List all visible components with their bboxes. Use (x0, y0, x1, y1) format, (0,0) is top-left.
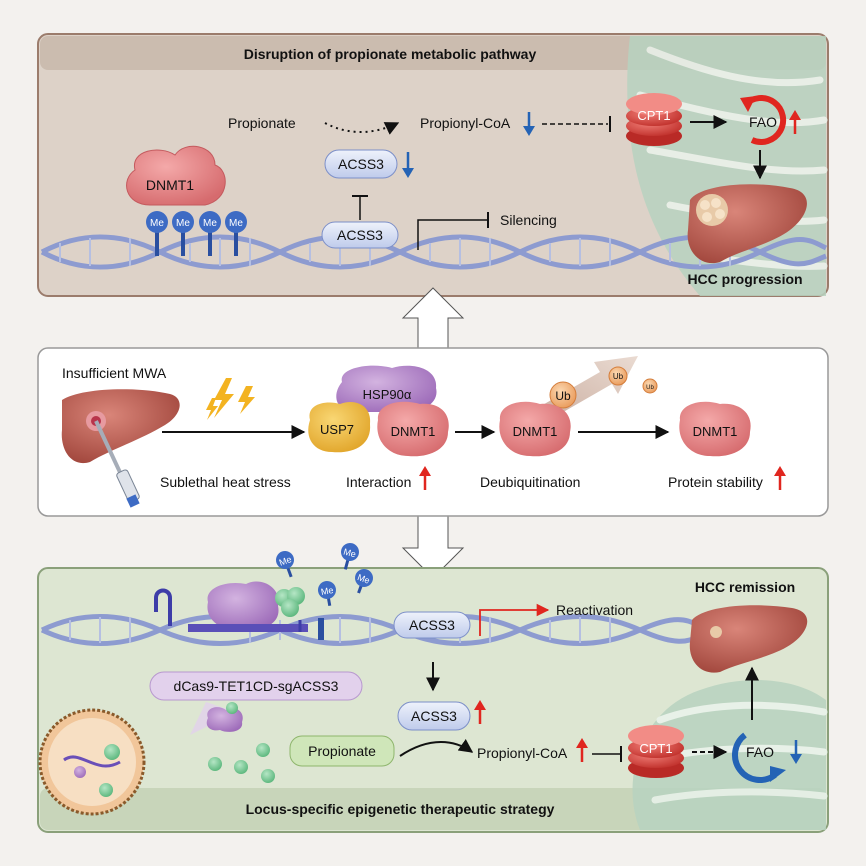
svg-text:dCas9-TET1CD-sgACSS3: dCas9-TET1CD-sgACSS3 (174, 678, 339, 694)
connector-arrow-bottom (401, 515, 465, 579)
propionyl-coa-label-top: Propionyl-CoA (420, 115, 511, 131)
remission-liver-icon (689, 605, 808, 673)
hcc-progression-label: HCC progression (687, 271, 802, 287)
silencing-label: Silencing (500, 212, 557, 228)
lightning-icon (206, 378, 255, 420)
hsp90a-usp7-dnmt1-complex: HSP90α USP7 DNMT1 (308, 365, 449, 457)
deubiquitination-label: Deubiquitination (480, 474, 580, 490)
svg-text:Ub: Ub (555, 389, 571, 403)
acss3-protein-bottom: ACSS3 (397, 701, 471, 731)
arrow-propionate-coa (399, 739, 474, 757)
propionyl-coa-label-bottom: Propionyl-CoA (477, 745, 568, 761)
svg-text:DNMT1: DNMT1 (391, 424, 436, 439)
svg-text:ACSS3: ACSS3 (337, 227, 383, 243)
dnmt1-deubiquitinated: DNMT1 (499, 401, 571, 457)
liver-mwa-icon (61, 389, 180, 508)
cpt1-transporter-bottom: CPT1 (628, 725, 684, 778)
svg-text:FAO: FAO (746, 744, 774, 760)
propionate-label-top: Propionate (228, 115, 296, 131)
svg-text:Me: Me (176, 218, 190, 229)
svg-text:Me: Me (150, 218, 164, 229)
svg-text:Me: Me (278, 554, 293, 568)
svg-text:HSP90α: HSP90α (363, 387, 412, 402)
bottom-footer-label: Locus-specific epigenetic therapeutic st… (246, 801, 555, 817)
up-arrow-icon (789, 110, 801, 134)
up-arrow-icon (474, 700, 486, 724)
svg-text:Me: Me (356, 572, 371, 586)
svg-text:DNMT1: DNMT1 (513, 424, 558, 439)
top-panel: Disruption of propionate metabolic pathw… (37, 33, 829, 297)
acss3-gene-bottom: ACSS3 (393, 611, 471, 639)
bottom-panel: HCC remission Me (37, 543, 829, 833)
fao-cycle-bottom: FAO (732, 732, 786, 783)
ub-tag-medium: Ub (608, 366, 628, 386)
down-arrow-icon (790, 740, 802, 764)
sublethal-heat-label: Sublethal heat stress (160, 474, 291, 490)
hcc-liver-icon (687, 184, 807, 264)
insufficient-mwa-label: Insufficient MWA (62, 365, 167, 381)
fao-cycle-top: FAO (740, 95, 787, 145)
svg-text:CPT1: CPT1 (637, 108, 670, 123)
svg-text:Me: Me (229, 218, 243, 229)
top-panel-title: Disruption of propionate metabolic pathw… (244, 46, 537, 62)
svg-text:Me: Me (203, 218, 217, 229)
acss3-protein-top: ACSS3 (324, 149, 398, 179)
svg-text:Ub: Ub (613, 372, 624, 381)
connector-arrow-top (401, 287, 465, 351)
dnmt1-enzyme-top: DNMT1 (126, 145, 226, 206)
down-arrow-icon (402, 152, 414, 178)
methyl-marks-top: Me Me Me Me (146, 211, 247, 256)
hcc-remission-label: HCC remission (695, 579, 795, 595)
svg-text:ACSS3: ACSS3 (411, 708, 457, 724)
svg-text:FAO: FAO (749, 114, 777, 130)
svg-text:USP7: USP7 (320, 422, 354, 437)
propionate-box: Propionate (289, 735, 395, 767)
acss3-gene-top: ACSS3 (321, 221, 399, 249)
reactivation-arrow (479, 603, 550, 636)
svg-text:DNMT1: DNMT1 (693, 424, 738, 439)
svg-text:Propionate: Propionate (308, 743, 376, 759)
svg-text:ACSS3: ACSS3 (409, 617, 455, 633)
dnmt1-stable: DNMT1 (679, 401, 751, 457)
propionate-particles (99, 743, 275, 797)
ub-tag-small: Ub (642, 378, 658, 394)
svg-text:DNMT1: DNMT1 (146, 177, 194, 193)
nanoparticle-icon (38, 708, 146, 816)
reactivation-label: Reactivation (556, 602, 633, 618)
dcas9-tet1-complex (154, 581, 324, 640)
dcas9-label-box: dCas9-TET1CD-sgACSS3 (149, 671, 363, 701)
svg-text:Me: Me (320, 585, 334, 597)
svg-text:Me: Me (342, 547, 357, 560)
methyl-marks-bottom: Me Me Me Me (276, 543, 373, 607)
ub-tag-large: Ub (549, 381, 577, 409)
silencing-connector (417, 212, 489, 250)
up-arrow-icon (576, 738, 588, 762)
cpt1-transporter-top: CPT1 (626, 93, 682, 146)
middle-panel: Insufficient MWA Sublethal heat stress H… (37, 347, 829, 517)
svg-text:CPT1: CPT1 (639, 741, 672, 756)
interaction-label: Interaction (346, 474, 411, 490)
dotted-arrow-icon (324, 122, 400, 135)
svg-text:Ub: Ub (646, 385, 654, 391)
svg-text:ACSS3: ACSS3 (338, 156, 384, 172)
down-arrow-icon (523, 112, 535, 136)
up-arrow-icon (419, 466, 431, 490)
up-arrow-icon (774, 466, 786, 490)
protein-stability-label: Protein stability (668, 474, 763, 490)
cas9-cargo-icon (206, 702, 243, 732)
